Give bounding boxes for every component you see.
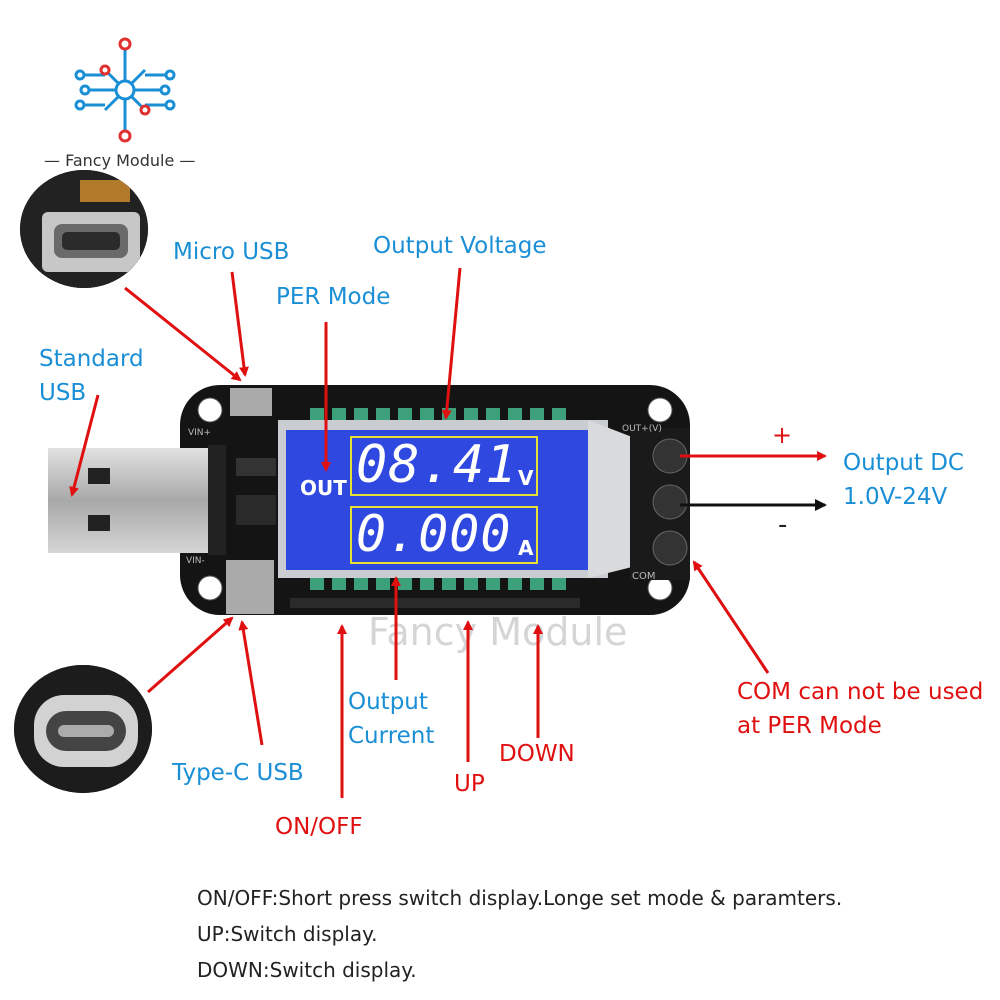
label-com: COM can not be used at PER Mode bbox=[737, 675, 983, 743]
board-label-vin-minus: VIN- bbox=[186, 556, 205, 566]
board-label-com: COM bbox=[632, 571, 656, 582]
lcd-current-frame bbox=[350, 506, 538, 564]
lcd-mode-label: OUT bbox=[300, 476, 347, 500]
converter-board bbox=[40, 360, 720, 630]
label-output-dc-line1: Output DC bbox=[843, 450, 964, 476]
arrow-type-c-b bbox=[238, 620, 264, 746]
label-output-current: Output Current bbox=[348, 685, 434, 753]
label-output-dc-line2: 1.0V-24V bbox=[843, 484, 948, 510]
lcd-current-unit: A bbox=[518, 536, 534, 560]
label-com-line1: COM can not be used bbox=[737, 679, 984, 705]
lcd-voltage-value: 08.41 bbox=[356, 435, 518, 495]
label-up: UP bbox=[454, 771, 485, 797]
brand-logo bbox=[60, 30, 190, 150]
label-minus: - bbox=[778, 510, 788, 540]
label-output-current-line1: Output bbox=[348, 689, 428, 715]
lcd-voltage-unit: V bbox=[518, 466, 534, 490]
circuit-logo-icon bbox=[74, 37, 176, 143]
board-label-vin-plus: VIN+ bbox=[188, 428, 212, 438]
label-down: DOWN bbox=[499, 741, 575, 767]
label-per-mode: PER Mode bbox=[276, 284, 391, 310]
label-standard-usb: Standard USB bbox=[39, 342, 144, 410]
description-up: UP:Switch display. bbox=[197, 922, 378, 946]
label-com-line2: at PER Mode bbox=[737, 713, 882, 739]
board-label-out-plus: OUT+(V) bbox=[622, 424, 662, 434]
description-on-off: ON/OFF:Short press switch display.Longe … bbox=[197, 886, 843, 910]
type-c-inset bbox=[14, 665, 152, 793]
label-standard-usb-line1: Standard bbox=[39, 346, 144, 372]
label-output-current-line2: Current bbox=[348, 723, 435, 749]
label-output-dc: Output DC 1.0V-24V bbox=[843, 446, 964, 514]
label-output-voltage: Output Voltage bbox=[373, 233, 547, 259]
label-on-off: ON/OFF bbox=[275, 814, 363, 840]
label-micro-usb: Micro USB bbox=[173, 239, 290, 265]
micro-usb-inset bbox=[20, 170, 148, 288]
button-description: ON/OFF:Short press switch display.Longe … bbox=[197, 880, 842, 988]
lcd-voltage-frame bbox=[350, 436, 538, 496]
label-type-c-usb: Type-C USB bbox=[172, 760, 304, 786]
watermark-text: Fancy Module bbox=[368, 610, 628, 654]
label-standard-usb-line2: USB bbox=[39, 380, 87, 406]
description-down: DOWN:Switch display. bbox=[197, 958, 417, 982]
lcd-display: OUT 08.41 V 0.000 A bbox=[286, 430, 588, 570]
lcd-current-value: 0.000 bbox=[356, 505, 512, 563]
label-plus: + bbox=[772, 421, 793, 449]
brand-name: — Fancy Module — bbox=[44, 151, 196, 170]
